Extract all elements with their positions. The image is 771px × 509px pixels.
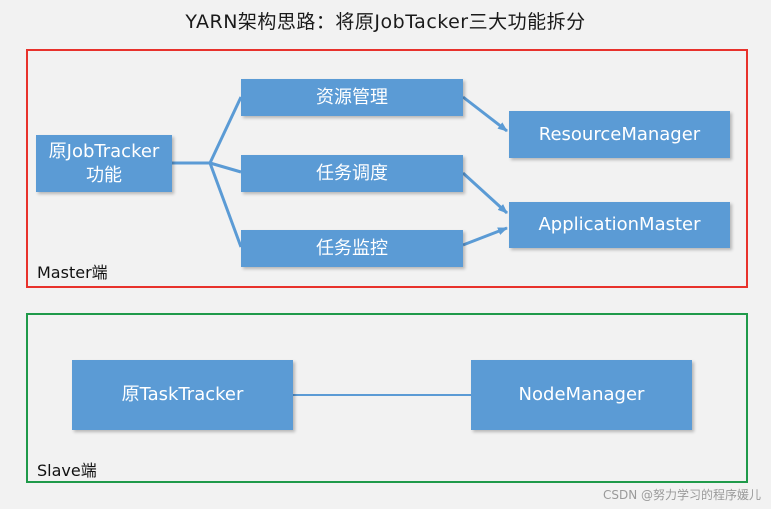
master-frame: Master端 (26, 49, 748, 288)
arrow-schedule-to-am (461, 171, 509, 215)
arrow-monitor-to-am (462, 226, 508, 247)
arrow-resource-to-rm (462, 95, 508, 133)
jobtracker-node: 原JobTracker 功能 (36, 135, 172, 192)
master-label: Master端 (37, 263, 108, 282)
jobtracker-line1: 原JobTracker (48, 140, 160, 162)
nodemanager-node: NodeManager (471, 360, 692, 430)
applicationmaster-node: ApplicationMaster (509, 202, 730, 248)
function-resource-node: 资源管理 (241, 79, 463, 116)
resourcemanager-node: ResourceManager (509, 111, 730, 158)
slave-frame: Slave端 (26, 313, 748, 483)
diagram-title: YARN架构思路：将原JobTacker三大功能拆分 (185, 11, 586, 33)
brace-connector (172, 96, 243, 248)
function-schedule-node: 任务调度 (241, 155, 463, 192)
watermark: CSDN @努力学习的程序媛儿 (602, 488, 761, 502)
function-monitor-node: 任务监控 (241, 230, 463, 267)
slave-label: Slave端 (37, 461, 97, 480)
jobtracker-line2: 功能 (86, 164, 122, 186)
tasktracker-node: 原TaskTracker (72, 360, 293, 430)
